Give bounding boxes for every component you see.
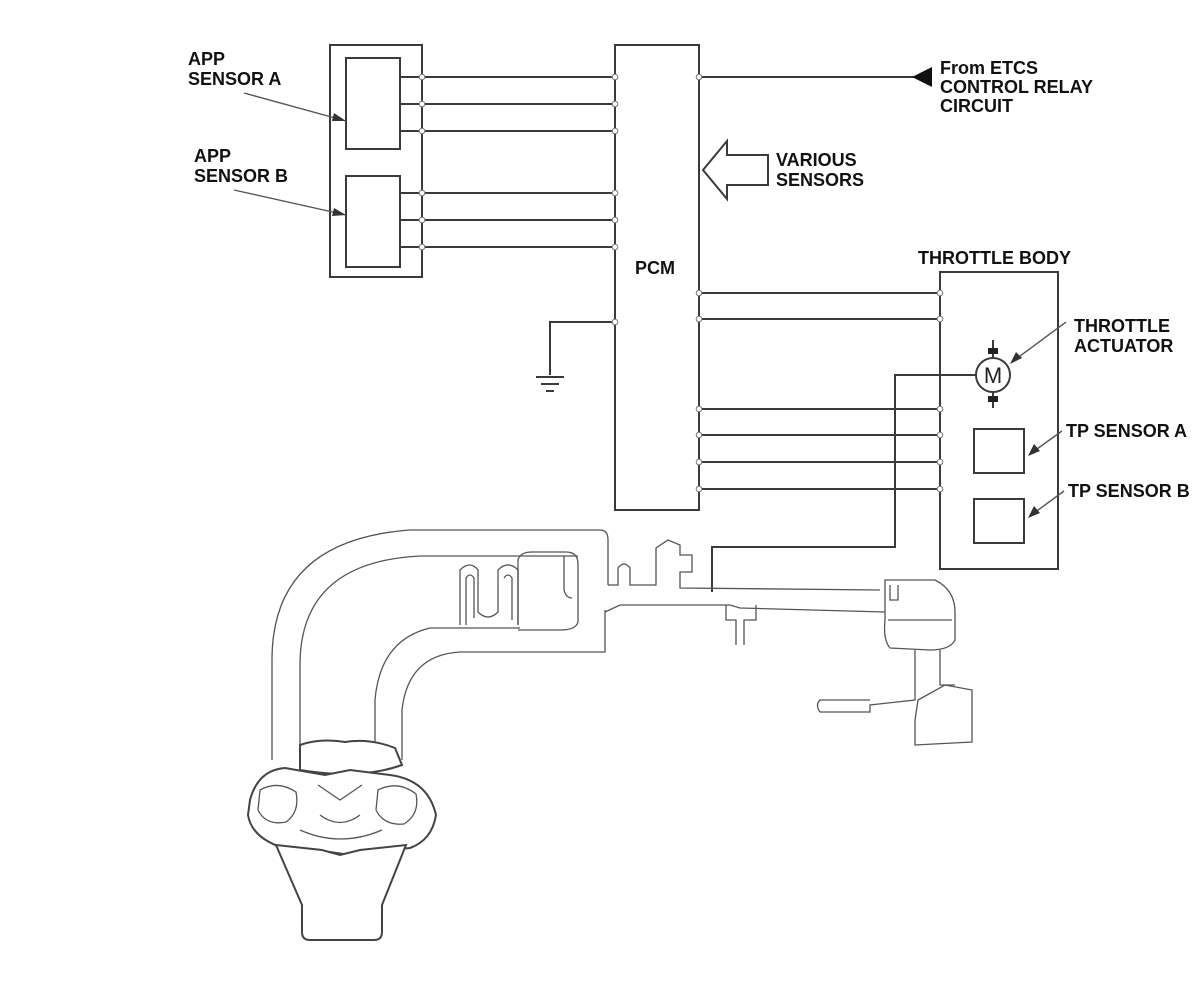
various-sensors-line-2: SENSORS (776, 170, 864, 190)
app-sensor-a-arrowhead (332, 113, 346, 121)
motor-symbol: M (984, 363, 1002, 388)
app-sensor-assembly (329, 44, 423, 278)
resonator-loops-inner (465, 574, 513, 625)
throttle-actuator-label: THROTTLE ACTUATOR (1074, 316, 1175, 356)
app-sensor-b-arrowhead (332, 208, 346, 216)
tp-sensor-b-label: TP SENSOR B (1068, 481, 1190, 501)
etcs-relay-line-2: CONTROL RELAY (940, 77, 1093, 97)
etcs-relay-label: From ETCS CONTROL RELAY CIRCUIT (940, 58, 1098, 116)
engine-intake-illustration (246, 529, 973, 941)
tp-sensor-a-box (973, 428, 1025, 474)
throttle-actuator-arrowhead (1010, 352, 1022, 364)
app-sensor-b-line-1: APP (194, 146, 231, 166)
intake-pipe-upper-inner (299, 555, 578, 760)
app-leader-lines (233, 92, 347, 216)
tp-sensor-a-arrowhead (1028, 444, 1040, 456)
throttle-body-label: THROTTLE BODY (918, 248, 1071, 268)
app-sensor-b-label: APP SENSOR B (194, 146, 288, 186)
app-sensor-a-line-1: APP (188, 49, 225, 69)
intake-pipe-lower-outer (401, 610, 606, 760)
pcm-to-throttle-wires (699, 292, 940, 490)
duct-fitting (725, 605, 757, 645)
intake-chamber (517, 551, 579, 631)
air-cleaner-bracket (889, 585, 899, 601)
duct-to-throttle (608, 539, 881, 591)
various-sensors-line-1: VARIOUS (776, 150, 857, 170)
air-cleaner-housing (883, 579, 956, 651)
left-cylinder-detail (257, 784, 298, 824)
throttle-actuator-motor-icon: M (975, 340, 1011, 408)
air-inlet-box (914, 684, 973, 746)
app-sensor-b-line-2: SENSOR B (194, 166, 288, 186)
tp-sensor-b-box (973, 498, 1025, 544)
etcs-relay-line-3: CIRCUIT (940, 96, 1013, 116)
ground-symbol (536, 318, 619, 392)
engine-block-lower (274, 843, 408, 941)
app-sensor-a-leader (243, 92, 347, 122)
right-cylinder-detail (375, 785, 418, 825)
duct-lower-wall (604, 604, 886, 613)
chamber-tube (563, 556, 573, 599)
engine-cylinder-heads (246, 766, 438, 857)
resonator-loops (459, 564, 519, 625)
etcs-relay-input (695, 67, 932, 87)
app-to-pcm-wires (400, 76, 615, 248)
app-sensor-a-line-2: SENSOR A (188, 69, 281, 89)
throttle-actuator-leader (1011, 321, 1067, 363)
pcm-label: PCM (635, 258, 675, 278)
intake-pipe-outer (271, 529, 609, 760)
etcs-relay-line-1: From ETCS (940, 58, 1038, 78)
app-sensor-a-label: APP SENSOR A (188, 49, 281, 89)
valley-detail (299, 784, 383, 840)
app-connector-nodes (418, 73, 619, 251)
throttle-actuator-line-2: ACTUATOR (1074, 336, 1173, 356)
throttle-actuator-line-1: THROTTLE (1074, 316, 1170, 336)
air-inlet-duct (816, 650, 955, 713)
throttle-connector-nodes (695, 289, 944, 493)
throttle-linkage (711, 374, 976, 592)
etcs-relay-arrow (912, 67, 932, 87)
intake-pipe-lower-inner (374, 627, 520, 760)
intake-plenum-top (299, 739, 404, 775)
tp-sensor-a-label: TP SENSOR A (1066, 421, 1187, 441)
various-sensors-arrow-icon (701, 138, 769, 202)
pcm-box (614, 44, 700, 511)
app-sensor-a-box (345, 57, 401, 150)
app-sensor-b-leader (233, 189, 347, 216)
app-sensor-b-box (345, 175, 401, 268)
various-sensors-label: VARIOUS SENSORS (776, 150, 864, 190)
tp-sensor-b-arrowhead (1028, 506, 1040, 518)
